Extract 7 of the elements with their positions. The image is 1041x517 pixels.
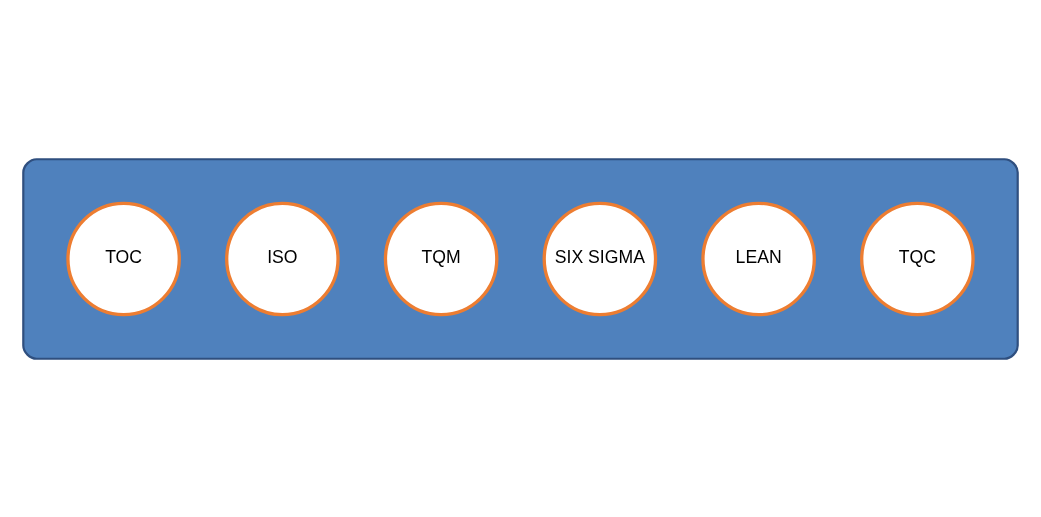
node-circle: TQM bbox=[383, 201, 499, 316]
node-circle: LEAN bbox=[701, 201, 816, 316]
node-circle: TQC bbox=[860, 201, 975, 316]
cluster bbox=[22, 157, 1019, 360]
node-circle: TOC bbox=[66, 201, 181, 316]
node-circle: SIX SIGMA bbox=[542, 201, 658, 316]
node-circle: ISO bbox=[225, 201, 340, 316]
